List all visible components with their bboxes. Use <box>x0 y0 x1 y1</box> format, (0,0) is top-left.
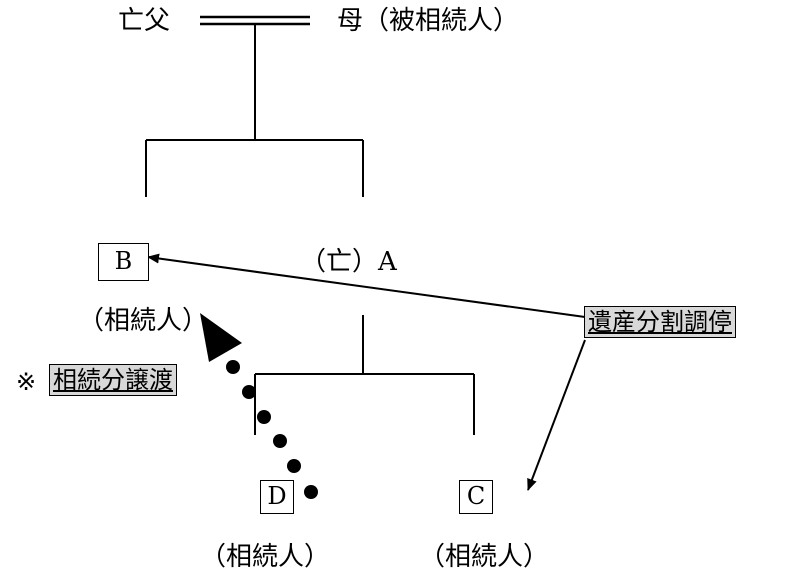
heir-c-role: （相続人） <box>419 542 550 572</box>
heir-c-box: C <box>459 480 493 514</box>
heir-d-box: D <box>260 480 294 514</box>
mother-label: 母（被相続人） <box>337 6 520 36</box>
heir-b-role: （相続人） <box>78 306 209 336</box>
heir-d-role: （相続人） <box>200 542 331 572</box>
transfer-dotted-arrow <box>200 313 318 499</box>
mediation-label: 遺産分割調停 <box>584 306 736 338</box>
transfer-dot <box>226 360 240 374</box>
deceased-a-label: （亡）A <box>300 247 397 277</box>
transfer-dot <box>257 410 271 424</box>
transfer-dot <box>287 459 301 473</box>
mediation-arrow-to-b <box>147 253 586 318</box>
transfer-dot <box>242 385 256 399</box>
heir-b-box: B <box>98 243 149 281</box>
transfer-mark: ※ <box>16 368 37 396</box>
transfer-dot <box>273 434 287 448</box>
mediation-arrow-to-c <box>527 339 586 491</box>
father-label: 亡父 <box>118 6 171 36</box>
transfer-label: 相続分譲渡 <box>49 364 177 396</box>
transfer-dot <box>304 485 318 499</box>
transfer-arrowhead <box>200 313 242 362</box>
